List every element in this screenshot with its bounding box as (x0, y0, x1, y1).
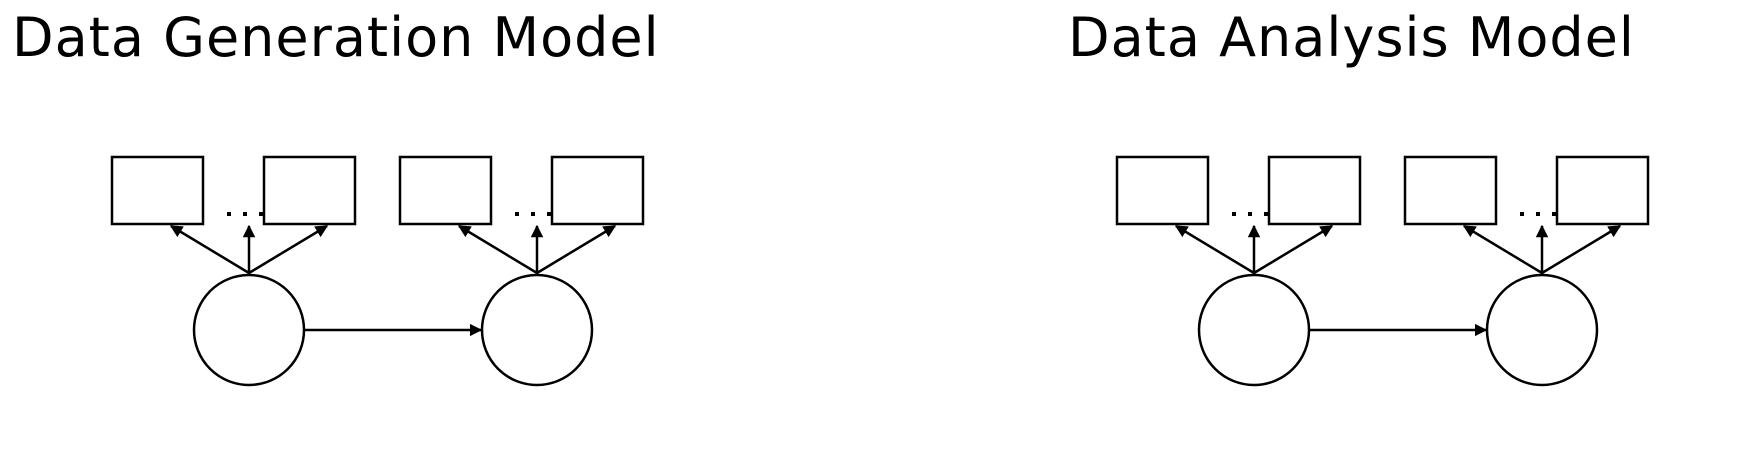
panel-title-data-analysis: Data Analysis Model (1068, 6, 1635, 69)
factor-loading-arrow (1541, 224, 1622, 275)
factor-loading-arrow (536, 224, 617, 275)
observed-indicator-box (1403, 155, 1498, 226)
ellipsis-dot (243, 212, 247, 216)
factor-loading-arrow (1174, 224, 1255, 275)
observed-indicator-box (262, 155, 357, 226)
ellipsis-dot (227, 212, 231, 216)
observed-indicator-box (110, 155, 205, 226)
ellipsis-dot (1520, 212, 1524, 216)
observed-indicator-box (1555, 155, 1650, 226)
latent-factor-circle (1197, 273, 1311, 387)
ellipsis-dot (1232, 212, 1236, 216)
panel-title-data-generation: Data Generation Model (12, 6, 660, 69)
observed-indicator-box (1115, 155, 1210, 226)
ellipsis-dot (1536, 212, 1540, 216)
ellipsis-dot (547, 212, 551, 216)
observed-indicator-box (1267, 155, 1362, 226)
ellipsis-dot (1552, 212, 1556, 216)
factor-loading-arrow (1253, 224, 1334, 275)
factor-loading-arrow (1462, 224, 1543, 275)
path-diagram-panel-1 (110, 155, 645, 387)
factor-loading-arrow (457, 224, 538, 275)
latent-factor-circle (192, 273, 306, 387)
factor-loading-arrow (248, 224, 329, 275)
ellipsis-dot (1264, 212, 1268, 216)
observed-indicator-box (550, 155, 645, 226)
ellipsis-dot (515, 212, 519, 216)
ellipsis-dot (259, 212, 263, 216)
path-diagram-panel-2 (1115, 155, 1650, 387)
ellipsis-dot (531, 212, 535, 216)
ellipsis-dot (1248, 212, 1252, 216)
latent-factor-circle (480, 273, 594, 387)
observed-indicator-box (398, 155, 493, 226)
factor-loading-arrow (169, 224, 250, 275)
latent-factor-circle (1485, 273, 1599, 387)
